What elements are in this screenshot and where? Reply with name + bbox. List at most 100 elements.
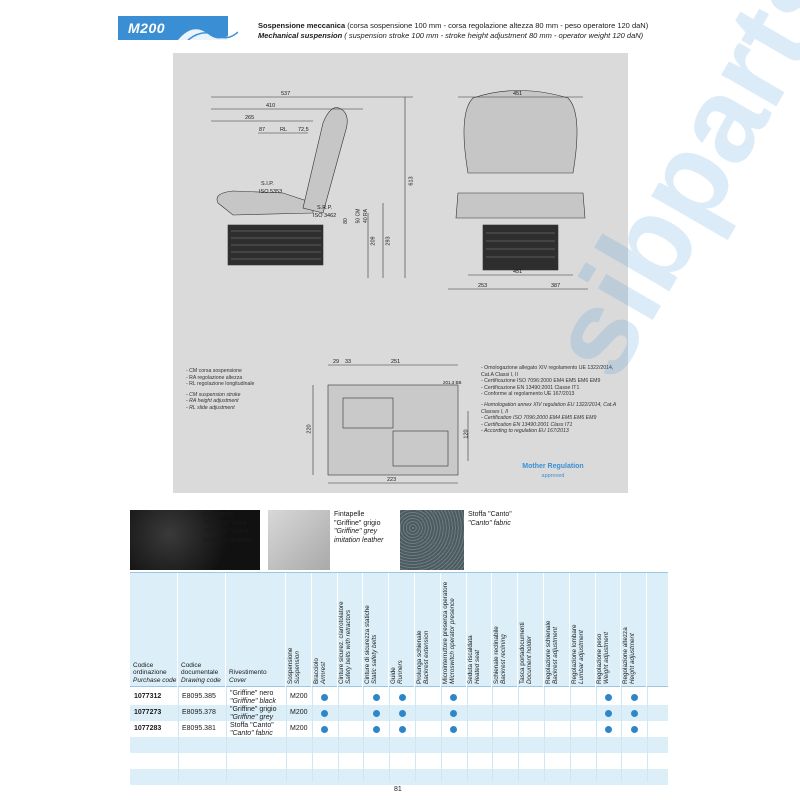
header-doc-en: Drawing code bbox=[181, 676, 221, 684]
dim-front-base: 451 bbox=[513, 269, 523, 275]
column-separator bbox=[415, 687, 416, 782]
column-separator bbox=[492, 687, 494, 782]
dim-side-410: 410 bbox=[266, 103, 276, 109]
header-cover-en: Cover bbox=[229, 676, 247, 684]
header-cover-it: Rivestimento bbox=[229, 669, 267, 676]
table-row bbox=[130, 753, 668, 769]
swatch-canto-en: "Canto" fabric bbox=[468, 519, 511, 527]
header-vertical-it: Bracciolo bbox=[312, 658, 320, 684]
header-vertical-en: Backrest adjustment bbox=[551, 626, 559, 684]
dim-base-bb: 201,3 BB bbox=[443, 380, 462, 385]
feature-dot bbox=[630, 709, 638, 717]
header-vertical-en: Runners bbox=[397, 660, 405, 684]
column-separator bbox=[544, 687, 545, 782]
header-vertical-en: Suspension bbox=[293, 651, 301, 684]
header-vertical-en: Static safety belts bbox=[371, 634, 379, 684]
dim-side-ra: 40 RA bbox=[362, 209, 369, 223]
dim-front-387: 387 bbox=[551, 283, 561, 289]
dim-side-265: 265 bbox=[245, 115, 255, 121]
row-cover-it: "Griffine" grigio bbox=[230, 706, 277, 713]
column-separator bbox=[647, 687, 649, 782]
feature-dot bbox=[630, 693, 638, 701]
header-vertical-en: Weight adjustment bbox=[603, 631, 611, 684]
swatch-black-label: Fintapelle "Griffine" nero "Griffine" bl… bbox=[203, 511, 252, 545]
feature-dot bbox=[450, 725, 458, 733]
feature-dot bbox=[372, 725, 380, 733]
dim-base-251: 251 bbox=[391, 359, 401, 365]
dim-base-223: 223 bbox=[387, 477, 397, 483]
swatch-black-en2: imitation leather bbox=[203, 536, 253, 544]
cert-it-3: - Conforme al regolamento UE 167/2013 bbox=[481, 391, 575, 398]
dim-side-209: 209 bbox=[370, 236, 377, 246]
column-separator bbox=[311, 687, 313, 782]
title-en-rest: ( suspension stroke 100 mm - stroke heig… bbox=[342, 31, 644, 40]
swatch-black-it: Fintapelle bbox=[203, 511, 234, 518]
feature-dot bbox=[398, 725, 406, 733]
title-it-rest: (corsa sospensione 100 mm - corsa regola… bbox=[345, 21, 649, 30]
column-separator bbox=[286, 687, 287, 782]
dim-base-220: 220 bbox=[306, 424, 313, 434]
cert-it-2: - Certificazione EN 13490:2001 Classe IT… bbox=[481, 384, 580, 391]
header-vertical-en: Safety belts with retractors bbox=[345, 609, 353, 684]
row-suspension: M200 bbox=[290, 709, 308, 716]
legend-it-cm: - CM corsa sospensione bbox=[186, 368, 242, 374]
title-en-bold: Mechanical suspension bbox=[258, 31, 343, 40]
dim-base-120: 120 bbox=[463, 429, 470, 439]
row-suspension: M200 bbox=[290, 693, 308, 700]
row-cover-en: "Griffine" grey bbox=[230, 713, 274, 721]
feature-dot bbox=[605, 693, 612, 701]
header-doc-it: Codice documentale bbox=[181, 661, 219, 677]
header-vertical-en: Document holder bbox=[526, 636, 534, 684]
header-vertical-it: Prolunga schienale bbox=[415, 630, 423, 684]
dim-base-29: 29 bbox=[333, 359, 340, 365]
column-separator bbox=[518, 687, 520, 782]
row-suspension: M200 bbox=[290, 725, 308, 732]
header-vertical-en: Heated seat bbox=[474, 650, 482, 684]
feature-dot bbox=[450, 709, 458, 717]
table-row bbox=[130, 769, 668, 785]
cert-it-1: - Certificazione ISO 7096:2000 EM4 EM5 E… bbox=[481, 378, 601, 385]
header-vertical-it: Regolazione lombare bbox=[570, 624, 578, 684]
legend-en-ra: - RA height adjustment bbox=[186, 398, 239, 405]
cert-en-1: - Certification ISO 7096:2000 EM4 EM5 EM… bbox=[481, 415, 597, 422]
swatch-grey-label: Fintapelle "Griffine" grigio "Griffine" … bbox=[334, 511, 383, 545]
dim-side-cm: 50 CM bbox=[355, 208, 362, 224]
swatch-black-en: "Griffine" black bbox=[203, 528, 249, 535]
row-purchase-code: 1077283 bbox=[134, 725, 162, 732]
row-cover-it: Stoffa "Canto" bbox=[230, 722, 274, 729]
dim-side-293: 293 bbox=[385, 236, 392, 246]
row-drawing-code: E8095.378 bbox=[182, 709, 216, 716]
feature-dot bbox=[372, 709, 380, 717]
column-separator bbox=[466, 687, 468, 782]
swatch-black-leather bbox=[130, 510, 260, 570]
header-vertical-en: Height adjustment bbox=[629, 633, 637, 684]
swatch-canto-fabric bbox=[400, 510, 464, 570]
legend-en-rl: - RL slide adjustment bbox=[186, 404, 235, 411]
mother-regulation-approved: approved bbox=[541, 473, 565, 479]
feature-dot bbox=[321, 709, 329, 717]
feature-dot bbox=[372, 693, 380, 701]
column-separator bbox=[389, 687, 391, 782]
column-separator bbox=[337, 687, 339, 782]
legend-it-rl: - RL regolazione longitudinale bbox=[186, 381, 255, 388]
sip-label: S.I.P. bbox=[261, 181, 274, 187]
swatch-grey-leather bbox=[268, 510, 330, 570]
column-separator bbox=[226, 687, 227, 782]
swatch-grey-it: Fintapelle bbox=[334, 511, 365, 518]
header-vertical-en: Armrest bbox=[319, 661, 327, 684]
header-vertical-it: Sospensione bbox=[286, 647, 294, 684]
swatch-grey-en: "Griffine" grey bbox=[334, 528, 378, 535]
dim-side-72: 72,5 bbox=[298, 127, 309, 133]
feature-dot bbox=[630, 725, 638, 733]
column-separator bbox=[363, 687, 365, 782]
technical-drawing-panel: 537 410 265 87 RL 72,5 613 293 209 50 CM… bbox=[173, 53, 628, 493]
column-separator bbox=[621, 687, 623, 782]
feature-dot bbox=[605, 709, 612, 717]
